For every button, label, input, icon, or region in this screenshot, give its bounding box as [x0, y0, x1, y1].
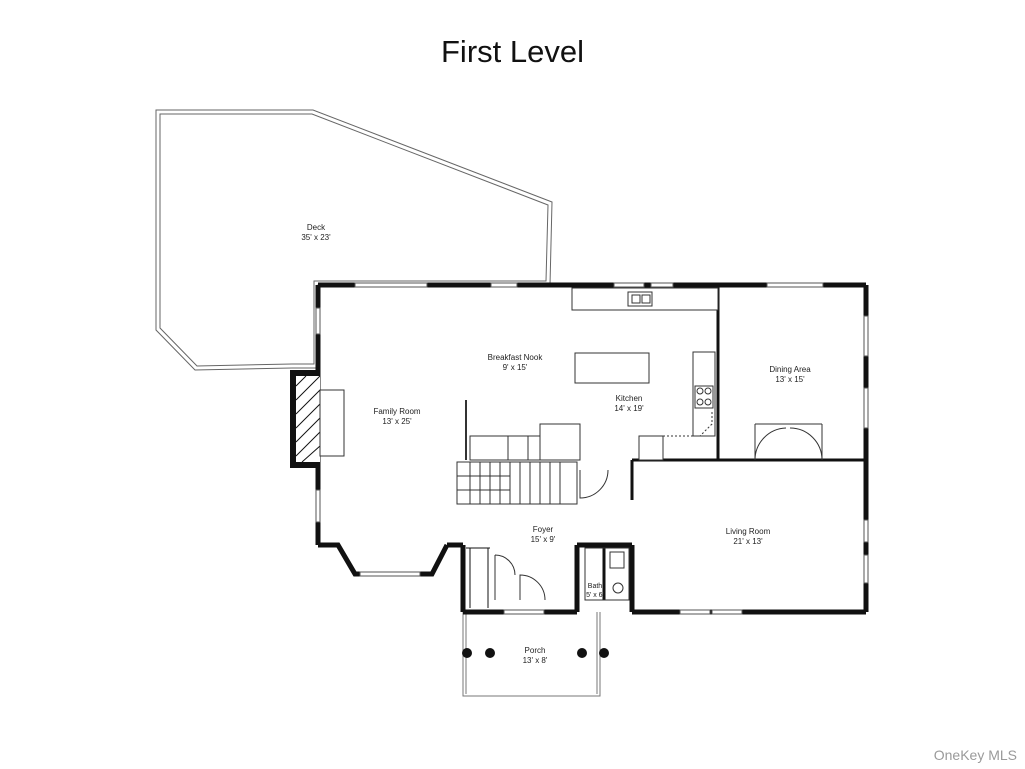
room-bath-dims: 5' x 6'	[586, 592, 604, 599]
room-porch-dims: 13' x 8'	[523, 656, 548, 665]
room-dining-area: Dining Area 13' x 15'	[769, 365, 811, 384]
room-kitchen-name: Kitchen	[616, 394, 643, 403]
room-deck-dims: 35' x 23'	[301, 233, 331, 242]
doors	[494, 423, 823, 601]
room-breakfast-nook: Breakfast Nook 9' x 15'	[488, 353, 544, 372]
room-breakfast-nook-name: Breakfast Nook	[488, 353, 544, 362]
room-dining-area-name: Dining Area	[769, 365, 811, 374]
room-deck: Deck 35' x 23'	[301, 223, 331, 242]
kitchen-cabinets	[469, 287, 719, 461]
staircase	[456, 461, 578, 505]
fireplace	[290, 370, 345, 468]
room-porch: Porch 13' x 8'	[523, 646, 548, 665]
windows	[315, 282, 869, 615]
interior-walls	[461, 285, 866, 612]
room-family-room-name: Family Room	[373, 407, 420, 416]
room-family-room-dims: 13' x 25'	[382, 417, 412, 426]
room-dining-area-dims: 13' x 15'	[775, 375, 805, 384]
porch-columns	[462, 648, 609, 658]
exterior-walls	[315, 282, 869, 615]
room-breakfast-nook-dims: 9' x 15'	[503, 363, 528, 372]
room-bath-name: Bath	[588, 583, 603, 590]
room-foyer-name: Foyer	[533, 525, 554, 534]
room-living-room: Living Room 21' x 13'	[726, 527, 771, 546]
closet-walls	[466, 547, 490, 608]
room-family-room: Family Room 13' x 25'	[373, 407, 420, 426]
room-kitchen-dims: 14' x 19'	[614, 404, 644, 413]
deck-outline	[155, 109, 553, 371]
room-foyer-dims: 15' x 9'	[531, 535, 556, 544]
room-deck-name: Deck	[307, 223, 326, 232]
room-foyer: Foyer 15' x 9'	[531, 525, 556, 544]
page-title: First Level	[441, 34, 584, 69]
room-living-room-name: Living Room	[726, 527, 771, 536]
watermark: OneKey MLS	[933, 747, 1017, 763]
room-kitchen: Kitchen 14' x 19'	[614, 394, 644, 413]
room-bath: Bath 5' x 6'	[586, 583, 604, 599]
room-porch-name: Porch	[525, 646, 546, 655]
room-living-room-dims: 21' x 13'	[733, 537, 763, 546]
